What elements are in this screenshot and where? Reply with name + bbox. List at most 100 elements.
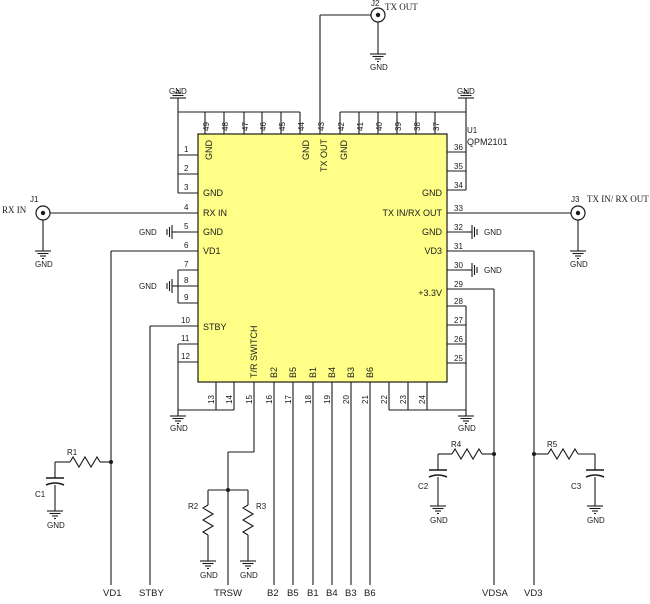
pin-number-28: 28 <box>454 297 463 306</box>
pin-label-vd1: VD1 <box>203 246 221 256</box>
pin-label-b2: B2 <box>269 367 279 378</box>
pin-number-44: 44 <box>297 122 306 131</box>
pin-number-13: 13 <box>207 395 216 404</box>
right-pins: 36 35 34 33 32 31 30 29 28 27 26 25 <box>447 112 467 410</box>
ground-bottom-right: GND <box>457 409 476 433</box>
pin-number-12: 12 <box>181 352 190 361</box>
pin-number-2: 2 <box>184 164 189 173</box>
pin-label-b3: B3 <box>346 367 356 378</box>
pin-label-rx-in: RX IN <box>203 208 227 218</box>
pin-label-b5: B5 <box>288 367 298 378</box>
pin-number-33: 33 <box>454 204 463 213</box>
svg-text:GND: GND <box>200 571 218 580</box>
pin-number-27: 27 <box>454 316 463 325</box>
bottom-pin-labels: T/R SWITCH B2 B5 B1 B4 B3 B6 <box>249 326 375 379</box>
j2-label: TX OUT <box>385 2 418 12</box>
ground-top-right: GND <box>457 87 475 112</box>
pin-number-37: 37 <box>432 122 441 131</box>
vd1-net: R1 C1 GND VD1 <box>35 250 178 599</box>
pin-number-21: 21 <box>361 395 370 404</box>
vdsa-net: R4 C2 GND VDSA <box>418 288 509 599</box>
j1-designator: J1 <box>30 195 39 204</box>
connector-j1: J1 RX IN GND <box>2 195 178 269</box>
pin-number-3: 3 <box>184 183 189 192</box>
left-pin-labels: GND GND RX IN GND VD1 STBY <box>203 140 227 333</box>
pin-number-1: 1 <box>184 145 189 154</box>
svg-text:GND: GND <box>370 63 388 72</box>
pin-number-4: 4 <box>184 203 189 212</box>
net-vdsa: VDSA <box>482 588 509 599</box>
svg-text:GND: GND <box>457 87 475 96</box>
pin-label-tr-switch: T/R SWITCH <box>249 326 259 379</box>
pin-number-6: 6 <box>184 241 189 250</box>
pin-label-gnd-top: GND <box>204 140 214 161</box>
svg-text:GND: GND <box>587 516 605 525</box>
pin-number-16: 16 <box>265 395 274 404</box>
ic-body <box>197 133 448 383</box>
ground-top-left: GND <box>169 87 187 112</box>
net-vd1: VD1 <box>103 588 121 599</box>
top-pins: 49 48 47 46 45 44 43 42 41 40 39 38 37 <box>178 15 466 134</box>
net-b2: B2 <box>267 588 279 599</box>
pin-number-46: 46 <box>259 122 268 131</box>
stby-net: STBY <box>139 325 178 599</box>
pin-label-3v3: +3.3V <box>418 288 442 298</box>
svg-text:GND: GND <box>570 260 588 269</box>
pin-number-49: 49 <box>202 122 211 131</box>
pin-number-22: 22 <box>380 395 389 404</box>
svg-text:GND: GND <box>458 424 476 433</box>
pin-label-top-gnd-1: GND <box>301 140 311 161</box>
pin-label-tx-in-rx-out: TX IN/RX OUT <box>382 208 442 218</box>
top-pin-labels: GND TX OUT GND <box>301 138 349 172</box>
pin-number-34: 34 <box>454 181 463 190</box>
pin-number-29: 29 <box>454 280 463 289</box>
ground-pin-32: GND <box>465 224 502 240</box>
pin-number-45: 45 <box>278 122 287 131</box>
j2-designator: J2 <box>371 0 380 8</box>
pin-number-9: 9 <box>184 293 189 302</box>
svg-text:GND: GND <box>139 228 157 237</box>
j3-label: TX IN/ RX OUT <box>587 194 649 204</box>
ground-pin-30: GND <box>465 262 502 278</box>
pin-number-32: 32 <box>454 223 463 232</box>
net-trsw: TRSW <box>214 588 242 599</box>
j1-label: RX IN <box>2 205 27 215</box>
c3-label: C3 <box>571 482 582 491</box>
ground-pin-5: GND <box>139 224 179 240</box>
svg-text:GND: GND <box>484 266 502 275</box>
pin-number-31: 31 <box>454 242 463 251</box>
ground-bottom-left: GND <box>169 409 188 433</box>
pin-number-25: 25 <box>454 354 463 363</box>
c1-label: C1 <box>35 490 46 499</box>
net-b6: B6 <box>364 588 376 599</box>
net-stby: STBY <box>139 588 164 599</box>
svg-text:GND: GND <box>169 87 187 96</box>
svg-text:GND: GND <box>484 228 502 237</box>
pin-number-5: 5 <box>184 222 189 231</box>
pin-number-38: 38 <box>413 122 422 131</box>
r5-label: R5 <box>547 440 558 449</box>
pin-label-b6: B6 <box>365 367 375 378</box>
pin-number-8: 8 <box>184 276 189 285</box>
pin-number-23: 23 <box>399 395 408 404</box>
pin-number-35: 35 <box>454 162 463 171</box>
ic-part-number: QPM2101 <box>467 137 508 147</box>
r3-label: R3 <box>256 502 267 511</box>
svg-text:GND: GND <box>170 424 188 433</box>
pin-label-vd3: VD3 <box>424 246 442 256</box>
bottom-pins: 13 14 15 16 17 18 19 20 21 22 23 24 <box>178 382 466 411</box>
net-vd3: VD3 <box>524 588 542 599</box>
right-pin-labels: GND TX IN/RX OUT GND VD3 +3.3V <box>382 188 442 298</box>
r4-label: R4 <box>451 440 462 449</box>
r1-label: R1 <box>67 448 78 457</box>
connector-j3: J3 TX IN/ RX OUT GND <box>466 194 649 269</box>
pin-number-42: 42 <box>337 122 346 131</box>
svg-text:GND: GND <box>240 571 258 580</box>
svg-text:GND: GND <box>430 516 448 525</box>
c2-label: C2 <box>418 482 429 491</box>
pin-number-20: 20 <box>342 395 351 404</box>
pin-label-b1: B1 <box>308 367 318 378</box>
pin-number-14: 14 <box>225 395 234 404</box>
net-b5: B5 <box>287 588 299 599</box>
